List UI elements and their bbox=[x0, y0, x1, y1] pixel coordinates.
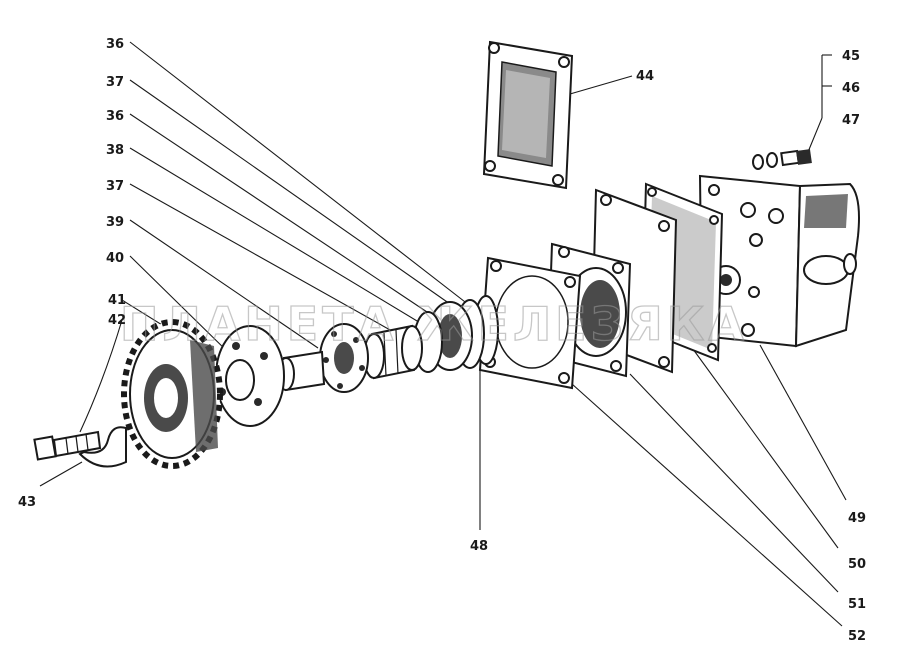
leader-51 bbox=[629, 373, 839, 593]
callout-47: 47 bbox=[842, 113, 860, 128]
leader-37-mid bbox=[129, 183, 409, 341]
leader-49 bbox=[759, 344, 847, 501]
leader-39 bbox=[129, 219, 319, 349]
part-48-gasket bbox=[478, 256, 582, 390]
part-42-43-bolt-lockplate bbox=[33, 426, 127, 468]
leader-37-top bbox=[129, 79, 471, 319]
watermark-text: ПЛАНЕТА ЖЕЛЕЗЯКА bbox=[120, 297, 748, 351]
part-39-ball-bearing bbox=[319, 323, 369, 393]
leader-50 bbox=[689, 344, 839, 549]
callout-43: 43 bbox=[18, 495, 36, 510]
callout-45: 45 bbox=[842, 49, 860, 64]
callout-38: 38 bbox=[106, 143, 124, 158]
callout-46: 46 bbox=[842, 81, 860, 96]
part-45-47-bolt-washers bbox=[752, 149, 812, 170]
callout-42: 42 bbox=[108, 313, 126, 328]
callout-37-mid: 37 bbox=[106, 179, 124, 194]
callout-39: 39 bbox=[106, 215, 124, 230]
callout-36-top: 36 bbox=[106, 37, 124, 52]
leader-36-mid bbox=[129, 113, 449, 327]
callout-49: 49 bbox=[848, 511, 866, 526]
part-36-38-bearing-rings bbox=[413, 295, 499, 373]
callout-37-top: 37 bbox=[106, 75, 124, 90]
callout-48: 48 bbox=[470, 539, 488, 554]
shaft bbox=[277, 350, 326, 392]
part-49-housing bbox=[698, 174, 860, 348]
callout-44: 44 bbox=[636, 69, 654, 84]
leader-44 bbox=[569, 75, 633, 95]
callout-50: 50 bbox=[848, 557, 866, 572]
callout-40: 40 bbox=[106, 251, 124, 266]
leader-36-top bbox=[129, 41, 479, 313]
leader-47 bbox=[807, 117, 823, 153]
part-40-hub-flange bbox=[215, 325, 285, 427]
leader-38 bbox=[129, 147, 433, 331]
callout-36-mid: 36 bbox=[106, 109, 124, 124]
leader-42 bbox=[79, 319, 123, 433]
leader-52 bbox=[571, 383, 843, 627]
part-44-cover-gasket bbox=[482, 40, 574, 190]
part-37-needle-bearing bbox=[363, 324, 423, 380]
part-41-gear bbox=[121, 319, 223, 469]
leader-40 bbox=[129, 255, 233, 357]
callout-labels: 36 37 36 38 37 39 40 41 42 43 44 45 46 4… bbox=[18, 37, 866, 644]
callout-52: 52 bbox=[848, 629, 866, 644]
callout-51: 51 bbox=[848, 597, 866, 612]
leader-43 bbox=[39, 461, 83, 487]
callout-41: 41 bbox=[108, 293, 126, 308]
leader-lines bbox=[39, 41, 847, 627]
